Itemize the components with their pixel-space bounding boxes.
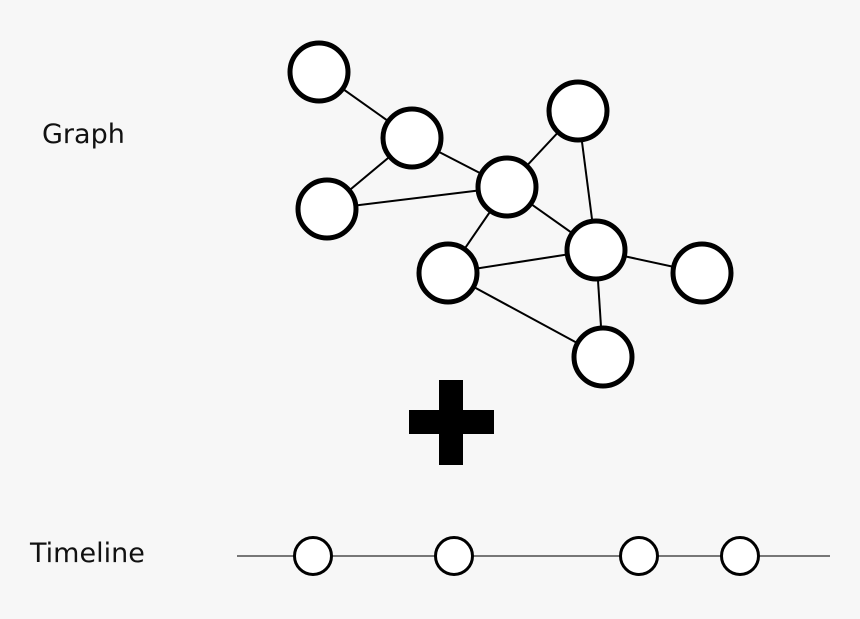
graph-label: Graph bbox=[42, 119, 125, 150]
timeline-label: Timeline bbox=[30, 538, 145, 569]
graph-node bbox=[295, 177, 359, 241]
graph-node bbox=[475, 155, 539, 219]
timeline-event bbox=[619, 536, 659, 576]
graph-node bbox=[416, 241, 480, 305]
graph-node bbox=[564, 218, 628, 282]
graph-node bbox=[571, 325, 635, 389]
graph-node bbox=[670, 241, 734, 305]
timeline-event bbox=[720, 536, 760, 576]
timeline-event bbox=[293, 536, 333, 576]
graph-node bbox=[380, 106, 444, 170]
plus-icon bbox=[409, 380, 494, 465]
timeline-event bbox=[434, 536, 474, 576]
graph-node bbox=[546, 79, 610, 143]
graph-node bbox=[287, 40, 351, 104]
